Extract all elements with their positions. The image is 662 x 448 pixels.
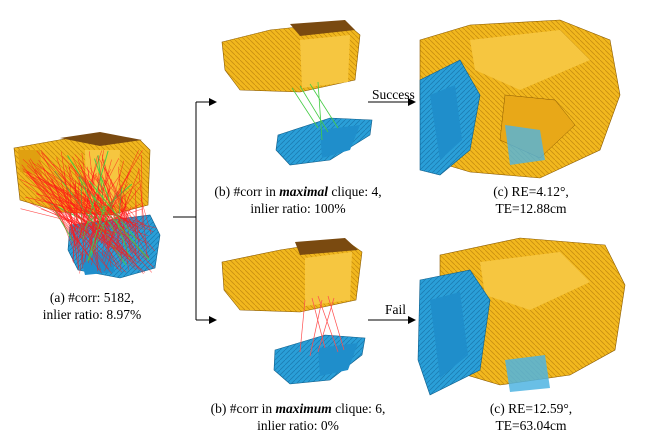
outlier-correspondence-line bbox=[78, 181, 130, 228]
caption-panel-c-top-line1: (c) RE=4.12°, bbox=[493, 184, 569, 199]
outlier-correspondence-line bbox=[48, 183, 125, 229]
panel-c-top-registration bbox=[419, 19, 621, 179]
fail-arrow-label: Fail bbox=[385, 302, 407, 317]
outlier-correspondence-line bbox=[117, 166, 129, 270]
caption-panel-a-line2: inlier ratio: 8.97% bbox=[42, 307, 142, 322]
inlier-correspondence-line bbox=[88, 180, 138, 241]
outlier-correspondence-line bbox=[37, 167, 127, 259]
outlier-correspondence-line bbox=[31, 162, 141, 230]
outlier-correspondence-line bbox=[73, 150, 103, 232]
outlier-correspondence-line bbox=[138, 168, 148, 257]
caption-panel-b-bottom-line1: (b) #corr in maximum clique: 6, bbox=[180, 400, 416, 417]
caption-panel-b-bottom-line2: inlier ratio: 0% bbox=[257, 418, 339, 433]
outlier-correspondence-line bbox=[27, 171, 92, 238]
outlier-correspondence-line bbox=[51, 178, 81, 248]
outlier-correspondence-line bbox=[83, 174, 141, 262]
inlier-correspondence-line bbox=[82, 150, 109, 240]
inlier-correspondence-line bbox=[87, 205, 106, 262]
outlier-correspondence-line bbox=[54, 205, 127, 273]
caption-emphasis: maximum bbox=[275, 401, 332, 416]
success-arrow-label: Success bbox=[372, 87, 415, 102]
outlier-correspondence-line bbox=[56, 157, 83, 232]
panel-b-bottom-pointclouds bbox=[221, 238, 366, 385]
branch-arrows bbox=[173, 98, 416, 324]
caption-panel-a-line1: (a) #corr: 5182, bbox=[49, 290, 135, 305]
outlier-correspondence-line bbox=[73, 205, 87, 232]
outlier-correspondence-line bbox=[116, 194, 132, 230]
outlier-correspondence-line bbox=[34, 200, 141, 264]
panel-c-bottom-registration bbox=[417, 237, 626, 396]
inlier-correspondence-line bbox=[52, 207, 74, 241]
panel-b-top-pointclouds bbox=[221, 20, 373, 166]
caption-panel-b-top-line2: inlier ratio: 100% bbox=[250, 201, 346, 216]
outlier-correspondence-line bbox=[83, 159, 112, 265]
outlier-correspondence-line bbox=[96, 184, 129, 231]
outlier-correspondence-line bbox=[82, 195, 122, 263]
outlier-correspondence-line bbox=[77, 207, 148, 244]
caption-emphasis: maximal bbox=[279, 184, 328, 199]
caption-panel-c-bottom-line2: TE=63.04cm bbox=[495, 418, 567, 433]
caption-suffix: clique: 6, bbox=[331, 401, 386, 416]
caption-panel-c-bottom-line1: (c) RE=12.59°, bbox=[489, 401, 573, 416]
caption-suffix: clique: 4, bbox=[328, 184, 382, 199]
caption-panel-b-bottom: (b) #corr in maximum clique: 6, inlier r… bbox=[180, 400, 416, 434]
outlier-correspondence-line bbox=[69, 166, 73, 246]
caption-panel-b-top-line1: (b) #corr in maximal clique: 4, bbox=[188, 183, 408, 200]
outlier-correspondence-line bbox=[75, 180, 79, 268]
outlier-correspondence-line bbox=[140, 197, 152, 234]
outlier-correspondence-line bbox=[124, 194, 131, 253]
panel-b-top-correspondences bbox=[291, 81, 339, 141]
caption-panel-a: (a) #corr: 5182, inlier ratio: 8.97% bbox=[2, 289, 182, 323]
caption-panel-c-top-line2: TE=12.88cm bbox=[495, 201, 567, 216]
panel-a-correspondences bbox=[19, 149, 157, 274]
outlier-correspondence-line bbox=[68, 164, 99, 271]
outlier-correspondence-line bbox=[134, 187, 140, 259]
outlier-correspondence-line bbox=[38, 159, 96, 248]
outlier-correspondence-line bbox=[89, 150, 104, 255]
outlier-correspondence-line bbox=[74, 169, 111, 248]
caption-prefix: (b) #corr in bbox=[210, 401, 276, 416]
inlier-correspondence-line bbox=[67, 155, 117, 235]
outlier-correspondence-line bbox=[36, 193, 123, 273]
caption-panel-b-top: (b) #corr in maximal clique: 4, inlier r… bbox=[188, 183, 408, 217]
outlier-correspondence-line bbox=[22, 170, 122, 240]
outlier-correspondence-line bbox=[50, 181, 121, 234]
outlier-correspondence-line bbox=[40, 150, 144, 274]
outlier-correspondence-line bbox=[90, 202, 103, 230]
outlier-correspondence-line bbox=[36, 150, 136, 268]
outlier-correspondence-line bbox=[34, 168, 109, 270]
outlier-correspondence-line bbox=[20, 208, 125, 236]
caption-panel-c-top: (c) RE=4.12°, TE=12.88cm bbox=[446, 183, 616, 217]
outlier-correspondence-line bbox=[141, 154, 143, 226]
caption-prefix: (b) #corr in bbox=[214, 184, 280, 199]
panel-b-bottom-correspondences bbox=[299, 295, 345, 357]
outlier-correspondence-line bbox=[123, 208, 137, 234]
outlier-correspondence-line bbox=[40, 152, 80, 224]
outlier-correspondence-line bbox=[60, 180, 79, 254]
caption-panel-c-bottom: (c) RE=12.59°, TE=63.04cm bbox=[446, 400, 616, 434]
outlier-correspondence-line bbox=[72, 156, 122, 256]
inlier-correspondence-line bbox=[91, 194, 150, 260]
